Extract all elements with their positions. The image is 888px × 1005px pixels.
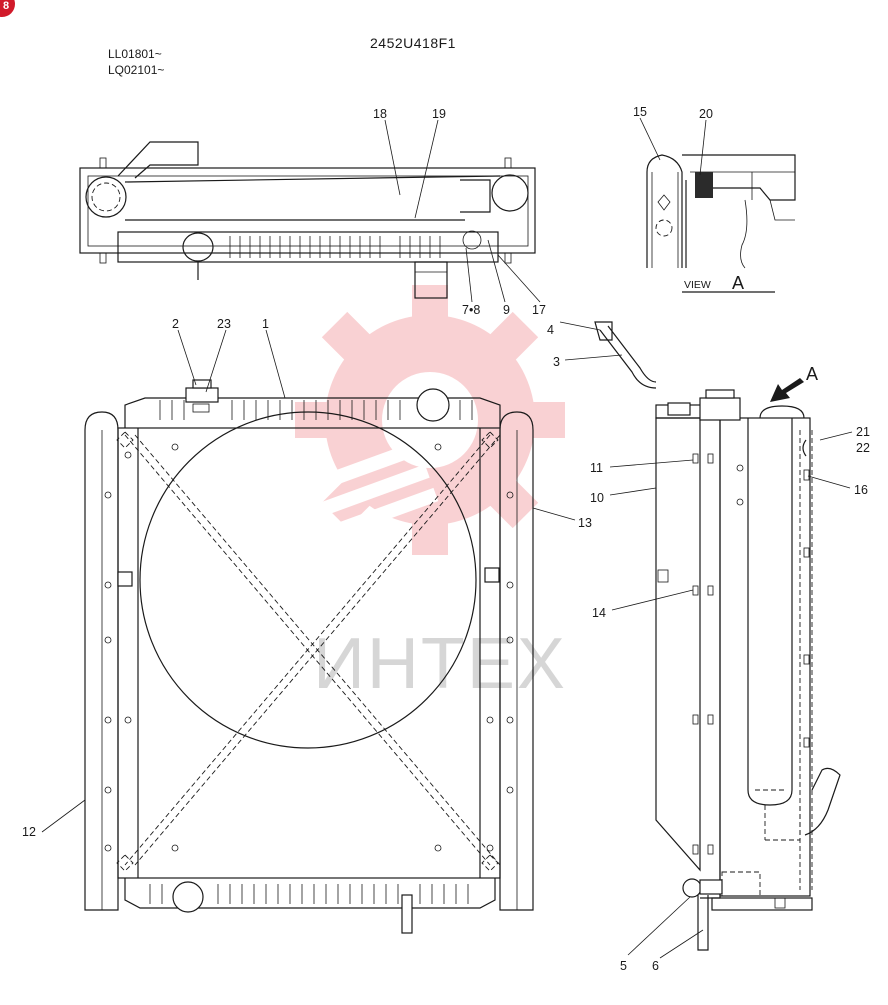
callouts: 18 19 15 20 7•8 9 17 2 23 1 4 3 11 10 21…	[22, 105, 870, 973]
front-lower-fins	[149, 884, 469, 904]
callout-19: 19	[432, 107, 446, 121]
callout-14: 14	[592, 606, 606, 620]
arrow-letter: A	[806, 364, 818, 384]
callout-15: 15	[633, 105, 647, 119]
callout-22: 22	[856, 441, 870, 455]
serial-2: LQ02101~	[108, 63, 164, 77]
corner-badge: 8	[0, 0, 15, 17]
top-view	[79, 141, 536, 299]
callout-23: 23	[217, 317, 231, 331]
callout-16: 16	[854, 483, 868, 497]
callout-2: 2	[172, 317, 179, 331]
callout-12: 12	[22, 825, 36, 839]
watermark-text: ИНТЕХ	[313, 624, 567, 704]
view-letter: A	[732, 273, 744, 293]
callout-17: 17	[532, 303, 546, 317]
side-view	[594, 321, 841, 951]
front-upper-fins	[159, 400, 473, 420]
leader-lines	[41, 117, 853, 959]
callout-4: 4	[547, 323, 554, 337]
watermark-logo	[275, 285, 565, 555]
callout-20: 20	[699, 107, 713, 121]
front-view	[84, 379, 534, 934]
view-label: VIEW	[684, 279, 711, 291]
callout-3: 3	[553, 355, 560, 369]
front-side-holes	[104, 443, 514, 852]
callout-13: 13	[578, 516, 592, 530]
drawing-code: 2452U418F1	[370, 35, 456, 51]
callout-78: 7•8	[462, 303, 480, 317]
corner-badge-text: 8	[3, 0, 9, 12]
callout-21: 21	[856, 425, 870, 439]
callout-10: 10	[590, 491, 604, 505]
callout-5: 5	[620, 959, 627, 973]
callout-6: 6	[652, 959, 659, 973]
callout-18: 18	[373, 107, 387, 121]
view-a-detail: VIEW A	[646, 154, 796, 293]
callout-1: 1	[262, 317, 269, 331]
top-view-fins	[229, 236, 441, 258]
hatched-seal	[695, 172, 713, 198]
callout-11: 11	[590, 461, 603, 475]
serial-1: LL01801~	[108, 47, 162, 61]
view-arrow: A	[770, 364, 818, 402]
callout-9: 9	[503, 303, 510, 317]
